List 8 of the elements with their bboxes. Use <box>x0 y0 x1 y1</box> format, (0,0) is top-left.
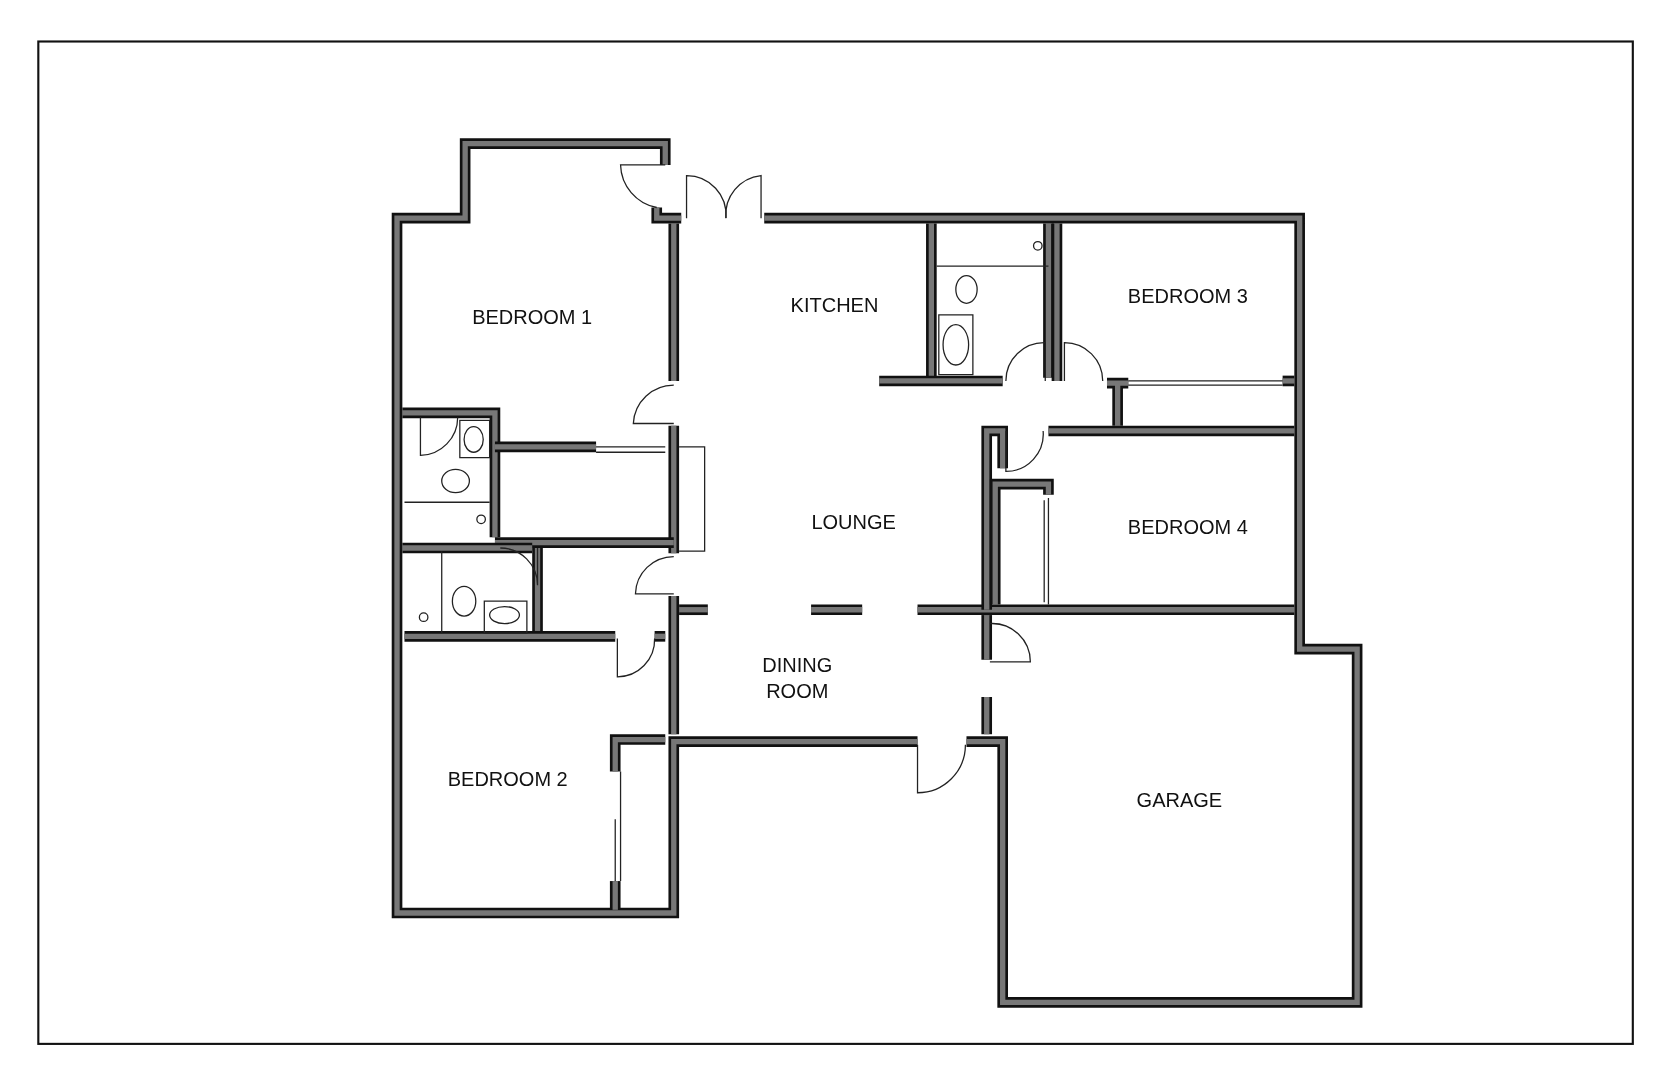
room-label: GARAGE <box>1136 788 1223 814</box>
room-label: KITCHEN <box>790 293 879 319</box>
room-label: LOUNGE <box>811 509 896 535</box>
room-label: BEDROOM 1 <box>472 305 593 331</box>
room-label: BEDROOM 3 <box>1127 283 1248 309</box>
room-label: DINING ROOM <box>761 653 834 705</box>
room-label: BEDROOM 4 <box>1127 514 1248 540</box>
room-label: BEDROOM 2 <box>447 767 568 793</box>
